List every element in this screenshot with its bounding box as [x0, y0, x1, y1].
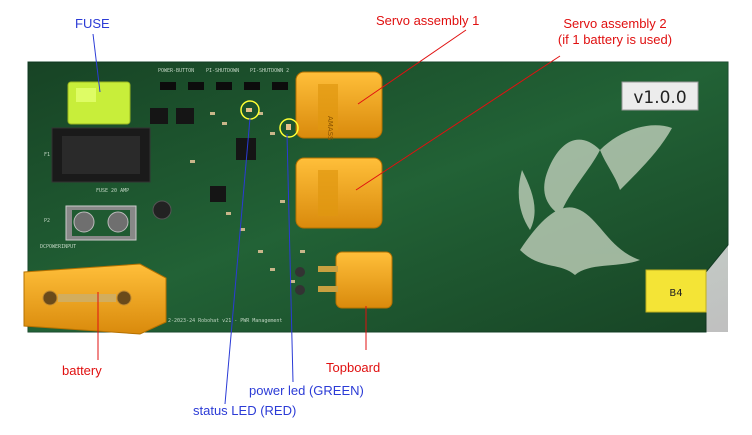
servo-connector-2 — [295, 157, 383, 229]
svg-text:v1.0.0: v1.0.0 — [633, 88, 686, 108]
fuse-label: FUSE — [75, 16, 110, 31]
servo-assembly-2-label: Servo assembly 2 (if 1 battery is used) — [532, 16, 698, 48]
power-led — [286, 124, 291, 130]
silk-footer: 2-2023-24 Robohat v21 - PWR Management — [168, 318, 283, 324]
topboard-connector — [318, 251, 393, 309]
ic-chip — [176, 108, 194, 124]
b4-tag: B4 — [645, 269, 707, 313]
silk-p2: P2 — [44, 218, 51, 224]
ic-chip — [150, 108, 168, 124]
version-label: v1.0.0 — [621, 81, 699, 111]
silk-f1: F1 — [44, 152, 51, 158]
small-component — [295, 285, 305, 295]
status-led-label: status LED (RED) — [193, 403, 297, 418]
capacitor — [152, 200, 172, 220]
topboard-label: Topboard — [326, 360, 381, 375]
ic-chip — [236, 138, 256, 160]
servo-connector-1: AMASS — [295, 71, 383, 141]
power-led-label: power led (GREEN) — [249, 383, 364, 398]
griffin-logo — [518, 125, 672, 275]
svg-text:B4: B4 — [669, 288, 682, 299]
battery-label: battery — [62, 363, 102, 378]
battery-connector — [23, 263, 167, 335]
silk-dcpower: DCPOWERINPUT — [40, 244, 77, 250]
ic-chip — [210, 186, 226, 202]
silk-pi-shutdown-2: PI-SHUTDOWN 2 — [250, 68, 290, 74]
status-led — [246, 108, 252, 112]
power-led-highlight — [279, 118, 299, 138]
dc-power-jack — [65, 205, 137, 241]
svg-text:AMASS: AMASS — [326, 116, 334, 141]
silk-power-button: POWER-BUTTON — [158, 68, 195, 74]
servo-assembly-1-label: Servo assembly 1 — [376, 13, 480, 28]
smd-components — [190, 112, 305, 283]
servo-assembly-2-line1: Servo assembly 2 — [563, 16, 667, 31]
silk-fuse: FUSE 20 AMP — [96, 188, 130, 194]
silk-pi-shutdown-1: PI-SHUTDOWN — [206, 68, 240, 74]
header-pins — [160, 82, 288, 90]
servo-assembly-2-line2: (if 1 battery is used) — [557, 32, 673, 47]
leader-lines — [92, 29, 561, 405]
small-component — [295, 267, 305, 277]
fuse-component — [51, 81, 151, 183]
